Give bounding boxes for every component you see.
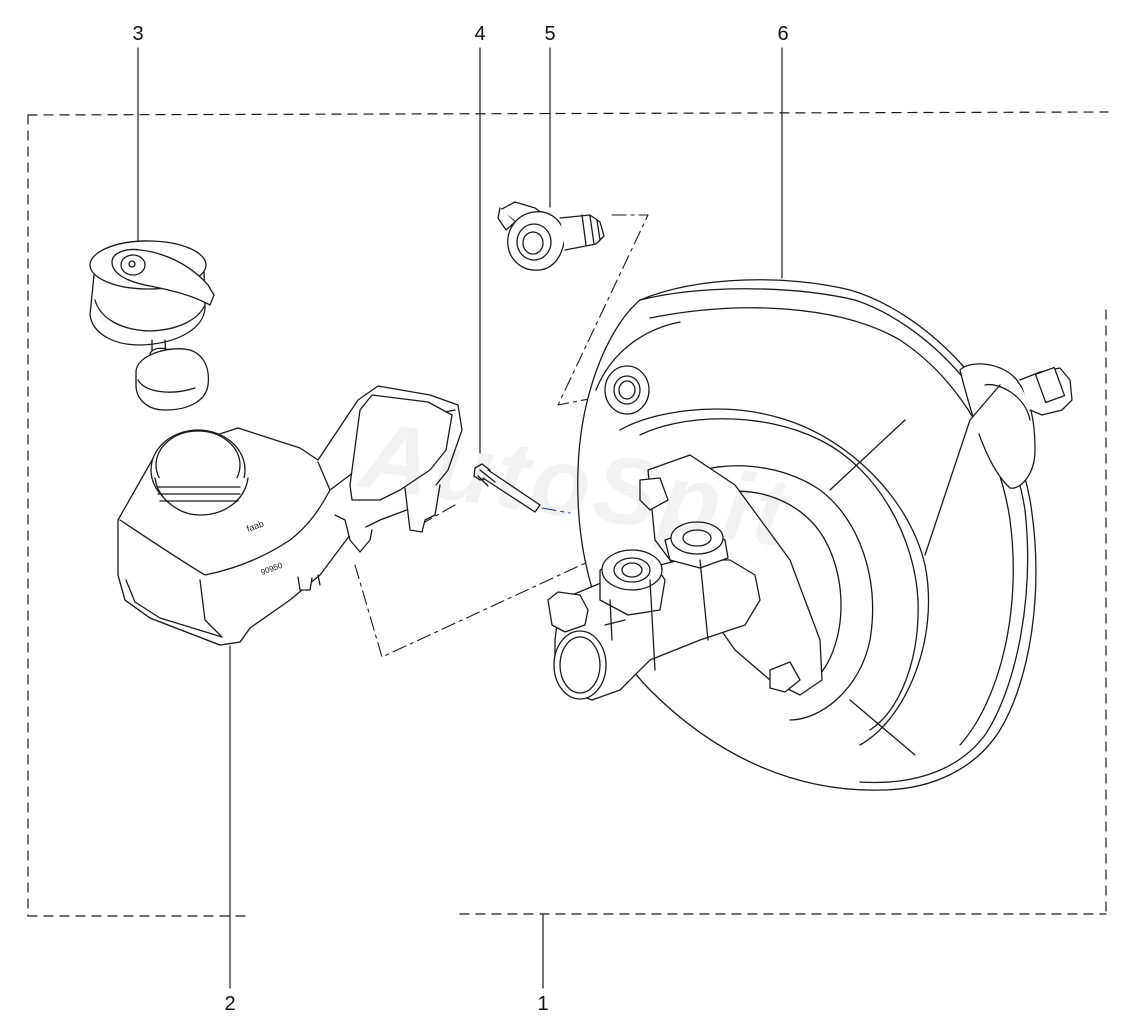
leader-lines [137,47,783,989]
callout-1: 1 [537,993,549,1015]
master-cylinder-reservoir: faab 90950 [117,385,463,646]
callout-3: 3 [132,23,144,45]
callout-5: 5 [544,23,556,45]
master-cylinder-body [547,521,761,701]
callout-6: 6 [777,23,789,45]
callout-4: 4 [474,23,486,45]
retaining-pin [473,463,541,513]
callout-2: 2 [224,993,236,1015]
assembly-boundary [27,111,1109,917]
brake-booster [577,279,1073,791]
reservoir-cap [89,240,215,411]
vacuum-connector [497,201,605,271]
